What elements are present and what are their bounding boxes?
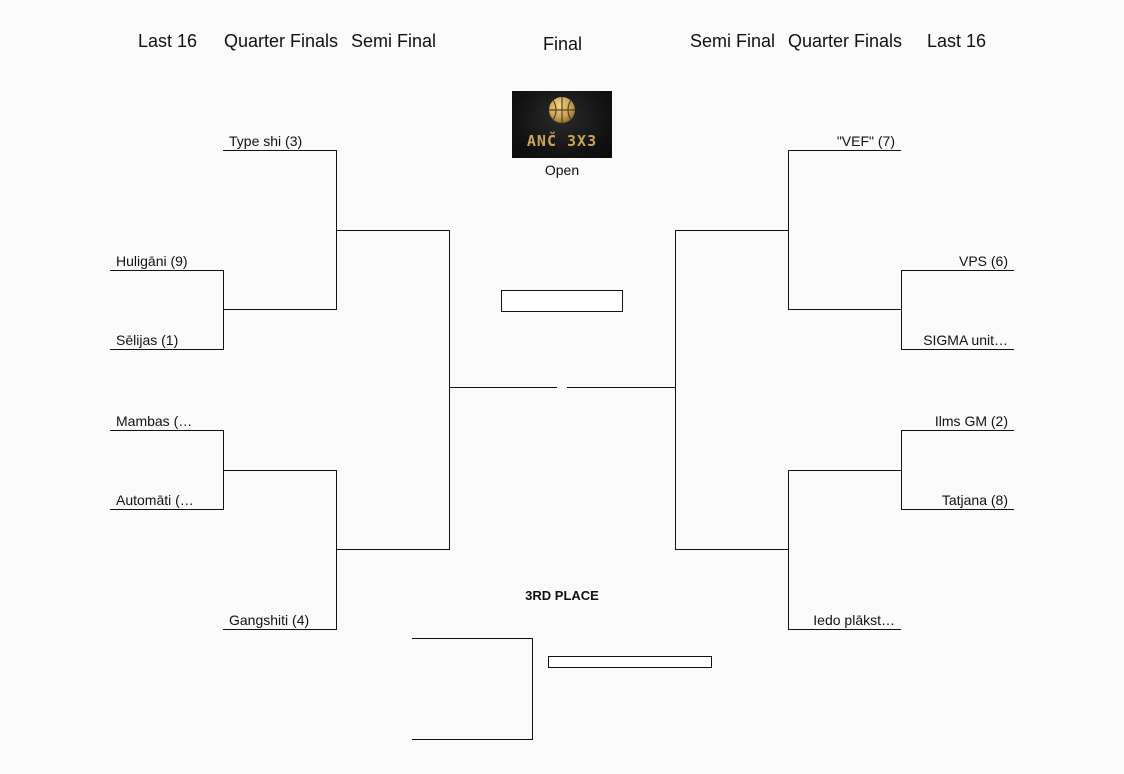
round-label-right-last16: Last 16 bbox=[927, 31, 987, 51]
round-label-right-semifinal: Semi Final bbox=[690, 31, 776, 51]
team-right-r16-1[interactable]: VPS (6) bbox=[958, 253, 1008, 269]
team-left-qf-top[interactable]: Type shi (3) bbox=[229, 133, 303, 149]
team-right-qf-top[interactable]: "VEF" (7) bbox=[836, 133, 895, 149]
team-left-r16-4[interactable]: Automāti (… bbox=[116, 492, 194, 508]
round-label-left-semifinal: Semi Final bbox=[351, 31, 437, 51]
team-left-r16-3[interactable]: Mambas (… bbox=[116, 413, 193, 429]
team-left-qf-bottom[interactable]: Gangshiti (4) bbox=[229, 612, 310, 628]
team-right-r16-2[interactable]: SIGMA unit… bbox=[923, 332, 1008, 348]
third-place-winner-box[interactable] bbox=[548, 656, 712, 668]
round-label-right-quarterfinals: Quarter Finals bbox=[788, 31, 903, 51]
logo-text: ANČ 3X3 bbox=[526, 132, 598, 150]
basketball-icon bbox=[549, 97, 575, 123]
team-right-qf-bottom[interactable]: Iedo plākst… bbox=[813, 612, 895, 628]
round-label-final: Final bbox=[543, 34, 583, 54]
third-place-label: 3RD PLACE bbox=[525, 588, 599, 603]
team-left-r16-2[interactable]: Sēlijas (1) bbox=[116, 332, 179, 348]
final-winner-box[interactable] bbox=[501, 290, 623, 312]
tournament-logo: ANČ 3X3 bbox=[512, 91, 612, 158]
round-label-left-quarterfinals: Quarter Finals bbox=[224, 31, 339, 51]
team-right-r16-3[interactable]: Ilms GM (2) bbox=[934, 413, 1008, 429]
team-right-r16-4[interactable]: Tatjana (8) bbox=[941, 492, 1008, 508]
round-label-left-last16: Last 16 bbox=[138, 31, 198, 51]
division-label: Open bbox=[544, 162, 580, 178]
team-left-r16-1[interactable]: Huligāni (9) bbox=[116, 253, 188, 269]
